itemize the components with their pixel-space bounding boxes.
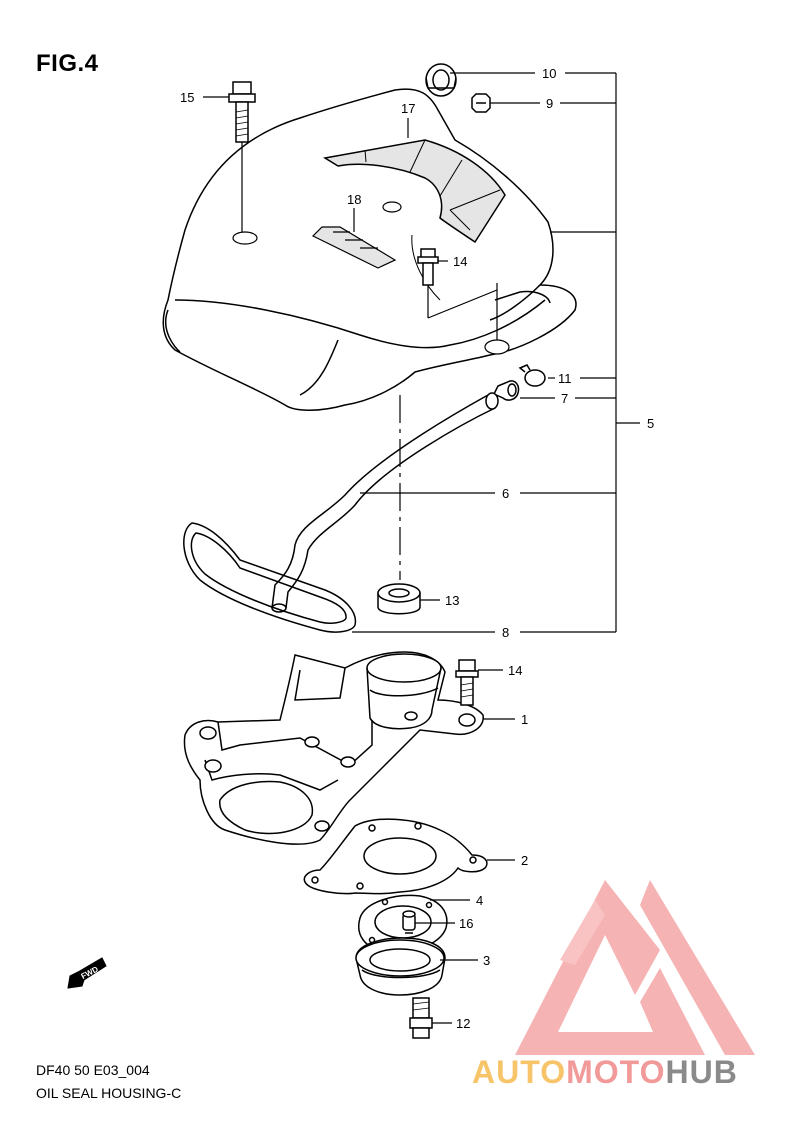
callout-1: 1 xyxy=(521,712,528,727)
callout-11: 11 xyxy=(558,371,572,386)
decal-17 xyxy=(322,139,506,244)
callout-8: 8 xyxy=(502,625,509,640)
callout-12: 12 xyxy=(456,1016,470,1031)
bolt-12 xyxy=(409,997,433,1039)
callout-6: 6 xyxy=(502,486,509,501)
pin-16 xyxy=(402,910,416,939)
clamp-11 xyxy=(518,364,546,387)
gasket-8 xyxy=(183,522,357,633)
seal-13 xyxy=(377,583,421,615)
figure-title: FIG.4 xyxy=(36,50,99,77)
grommet-9 xyxy=(471,93,491,113)
watermark-part-moto: MOTO xyxy=(566,1054,666,1090)
leader-lines xyxy=(203,72,640,1024)
seal-housing-3 xyxy=(355,937,446,996)
gasket-2 xyxy=(303,818,488,895)
cover-hole-top xyxy=(382,201,402,213)
callout-17: 17 xyxy=(401,101,415,116)
callout-2: 2 xyxy=(521,853,528,868)
watermark-text: AUTOMOTOHUB xyxy=(472,1052,738,1092)
watermark-part-hub: HUB xyxy=(665,1054,738,1090)
callout-10: 10 xyxy=(542,66,556,81)
callout-5: 5 xyxy=(647,416,654,431)
callout-16: 16 xyxy=(459,916,473,931)
callout-labels: 10 9 11 7 5 6 8 15 17 18 14 13 14 1 2 4 … xyxy=(180,66,654,1031)
callout-7: 7 xyxy=(561,391,568,406)
figure-code: DF40 50 E03_004 xyxy=(36,1062,150,1078)
watermark-part-auto: AUTO xyxy=(472,1054,567,1090)
callout-14-upper: 14 xyxy=(453,254,467,269)
oil-seal-housing-1 xyxy=(183,651,484,845)
watermark-logo xyxy=(515,880,755,1055)
callout-18: 18 xyxy=(347,192,361,207)
callout-14-lower: 14 xyxy=(508,663,522,678)
hose-6 xyxy=(271,392,499,613)
callout-13: 13 xyxy=(445,593,459,608)
cover-hole-right xyxy=(484,339,510,355)
callout-4: 4 xyxy=(476,893,483,908)
figure-name: OIL SEAL HOUSING-C xyxy=(36,1085,182,1101)
bolt-15 xyxy=(228,81,256,143)
grommet-10 xyxy=(425,63,457,97)
decal-18 xyxy=(311,226,397,269)
fwd-arrow-icon: FWD xyxy=(67,957,107,989)
bolt-14-lower xyxy=(455,659,479,706)
connector-7 xyxy=(492,380,520,401)
callout-15: 15 xyxy=(180,90,194,105)
callout-3: 3 xyxy=(483,953,490,968)
callout-9: 9 xyxy=(546,96,553,111)
cover-hole-left xyxy=(232,231,258,245)
